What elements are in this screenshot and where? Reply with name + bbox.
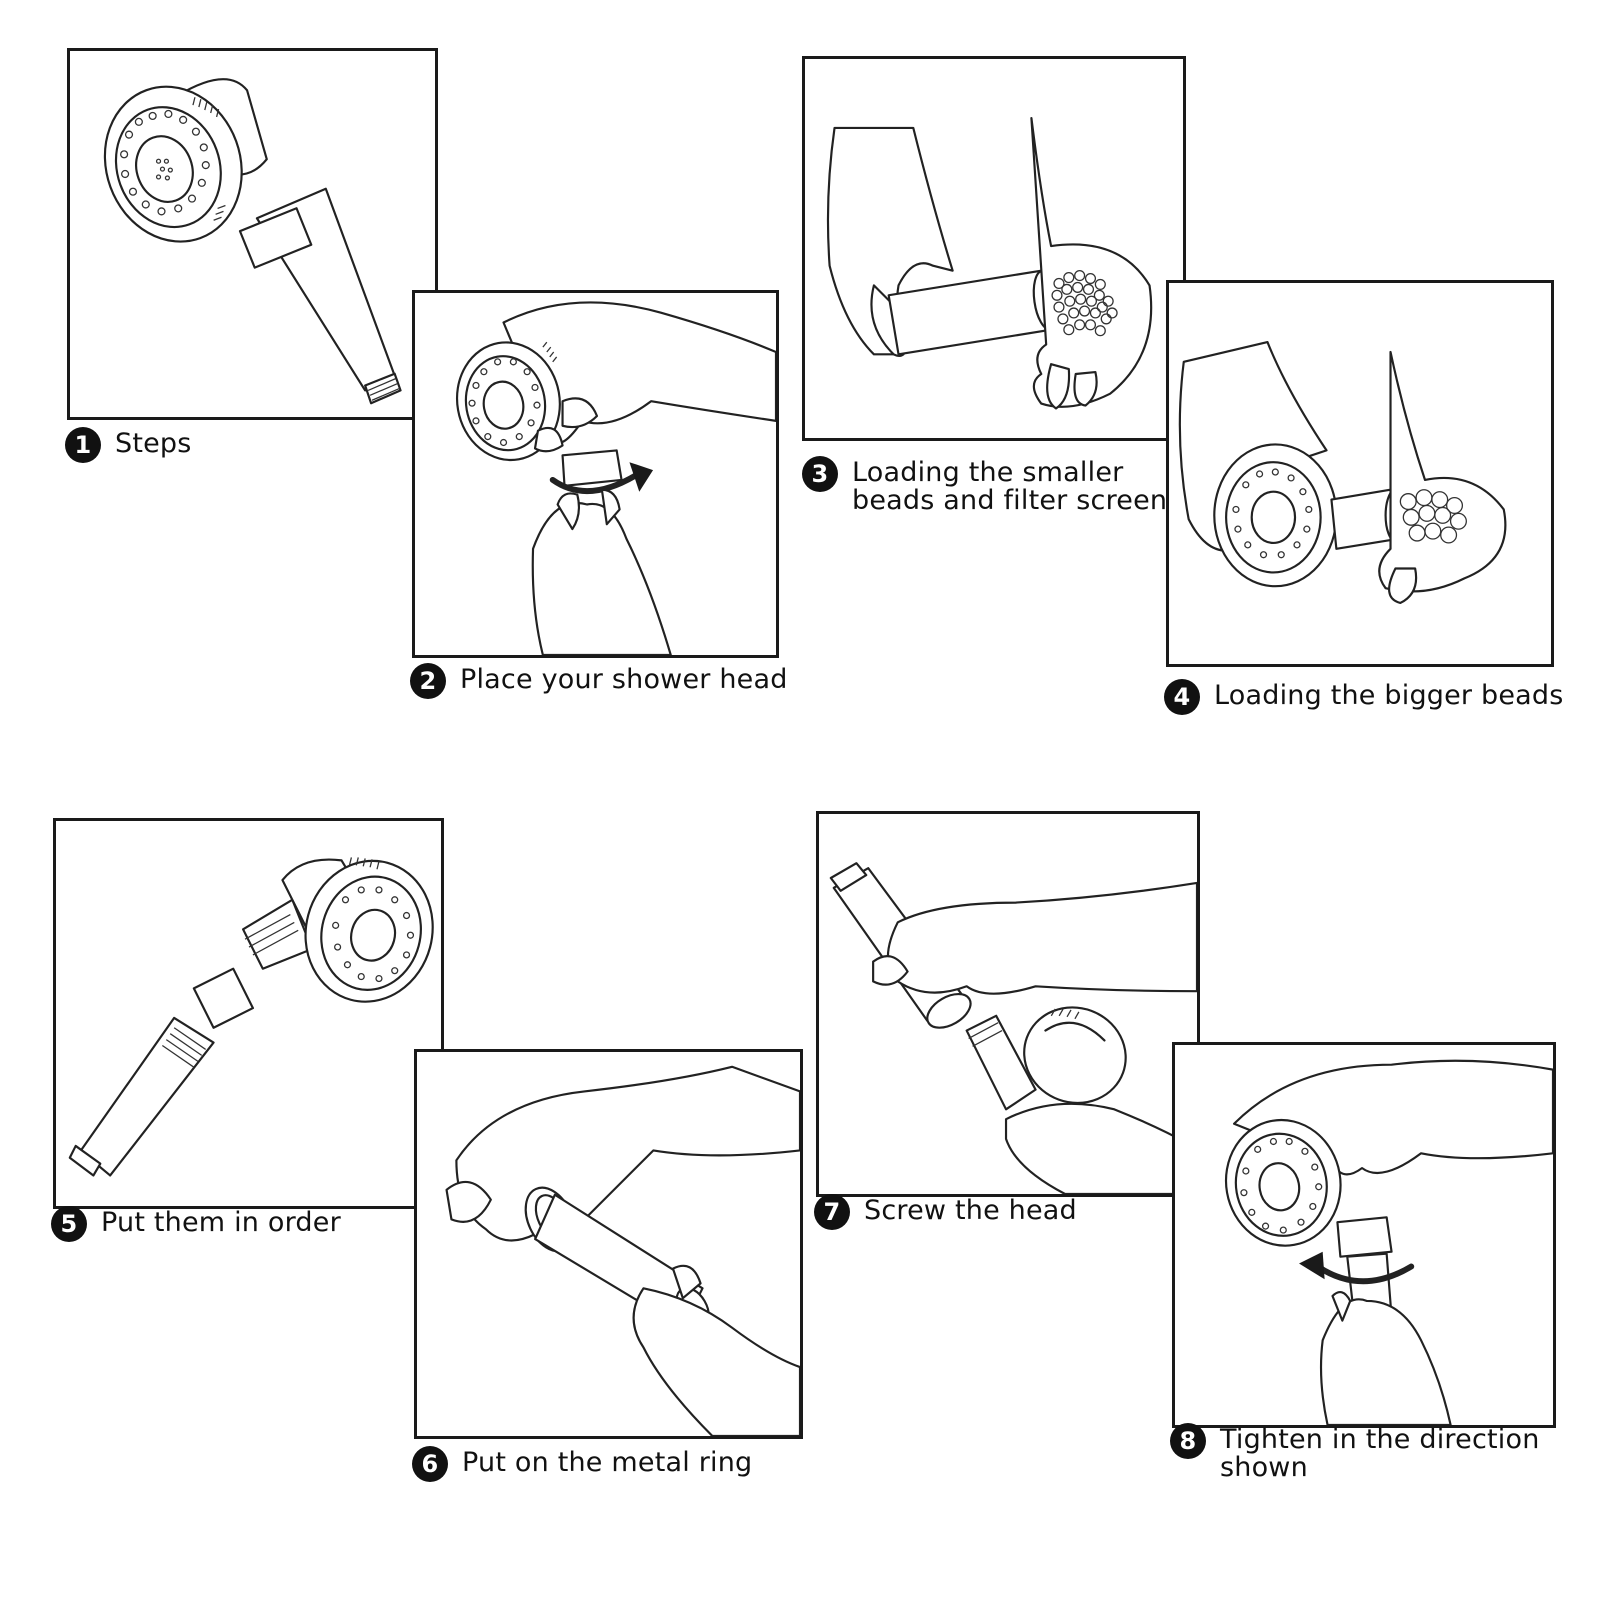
step-label: Put them in order [101,1207,341,1238]
screwing-head-on-illustration [829,862,1197,1194]
step-7-caption: 7 Screw the head [814,1194,1077,1230]
hand-twisting-head-off-illustration [455,301,776,655]
fitting-metal-ring-illustration [445,1065,800,1436]
step-number-badge: 1 [65,427,101,463]
step-3-caption: 3 Loading the smaller beads and filter s… [802,456,1168,516]
step-6-panel [414,1049,803,1439]
step-number-badge: 6 [412,1446,448,1482]
step-label: Tighten in the direction shown [1220,1424,1540,1483]
step-label: Place your shower head [460,664,788,695]
step-label: Loading the bigger beads [1214,680,1564,711]
step-2-panel [412,290,779,658]
step-8-caption: 8 Tighten in the direction shown [1170,1423,1540,1483]
step-2-caption: 2 Place your shower head [410,663,788,699]
step-5-panel [53,818,444,1209]
step-6-caption: 6 Put on the metal ring [412,1446,753,1482]
step-4-panel [1166,280,1554,667]
step-number-badge: 5 [51,1206,87,1242]
step-number-badge: 4 [1164,679,1200,715]
step-label: Loading the smaller beads and filter scr… [852,457,1168,516]
step-label: Screw the head [864,1195,1077,1226]
shower-head-assembled-illustration [103,78,402,405]
pouring-small-beads-illustration [826,116,1153,410]
step-number-badge: 2 [410,663,446,699]
step-7-panel [816,811,1200,1197]
step-number-badge: 7 [814,1194,850,1230]
step-3-panel [802,56,1186,441]
exploded-parts-illustration [68,857,434,1177]
step-1-caption: 1 Steps [65,427,192,463]
step-5-caption: 5 Put them in order [51,1206,341,1242]
step-number-badge: 8 [1170,1423,1206,1459]
step-4-caption: 4 Loading the bigger beads [1164,679,1564,715]
step-8-panel [1172,1042,1556,1428]
step-label: Put on the metal ring [462,1447,753,1478]
step-number-badge: 3 [802,456,838,492]
tightening-head-illustration [1224,1059,1553,1425]
pouring-big-beads-illustration [1178,340,1507,605]
step-label: Steps [115,428,192,459]
step-1-panel [67,48,438,420]
